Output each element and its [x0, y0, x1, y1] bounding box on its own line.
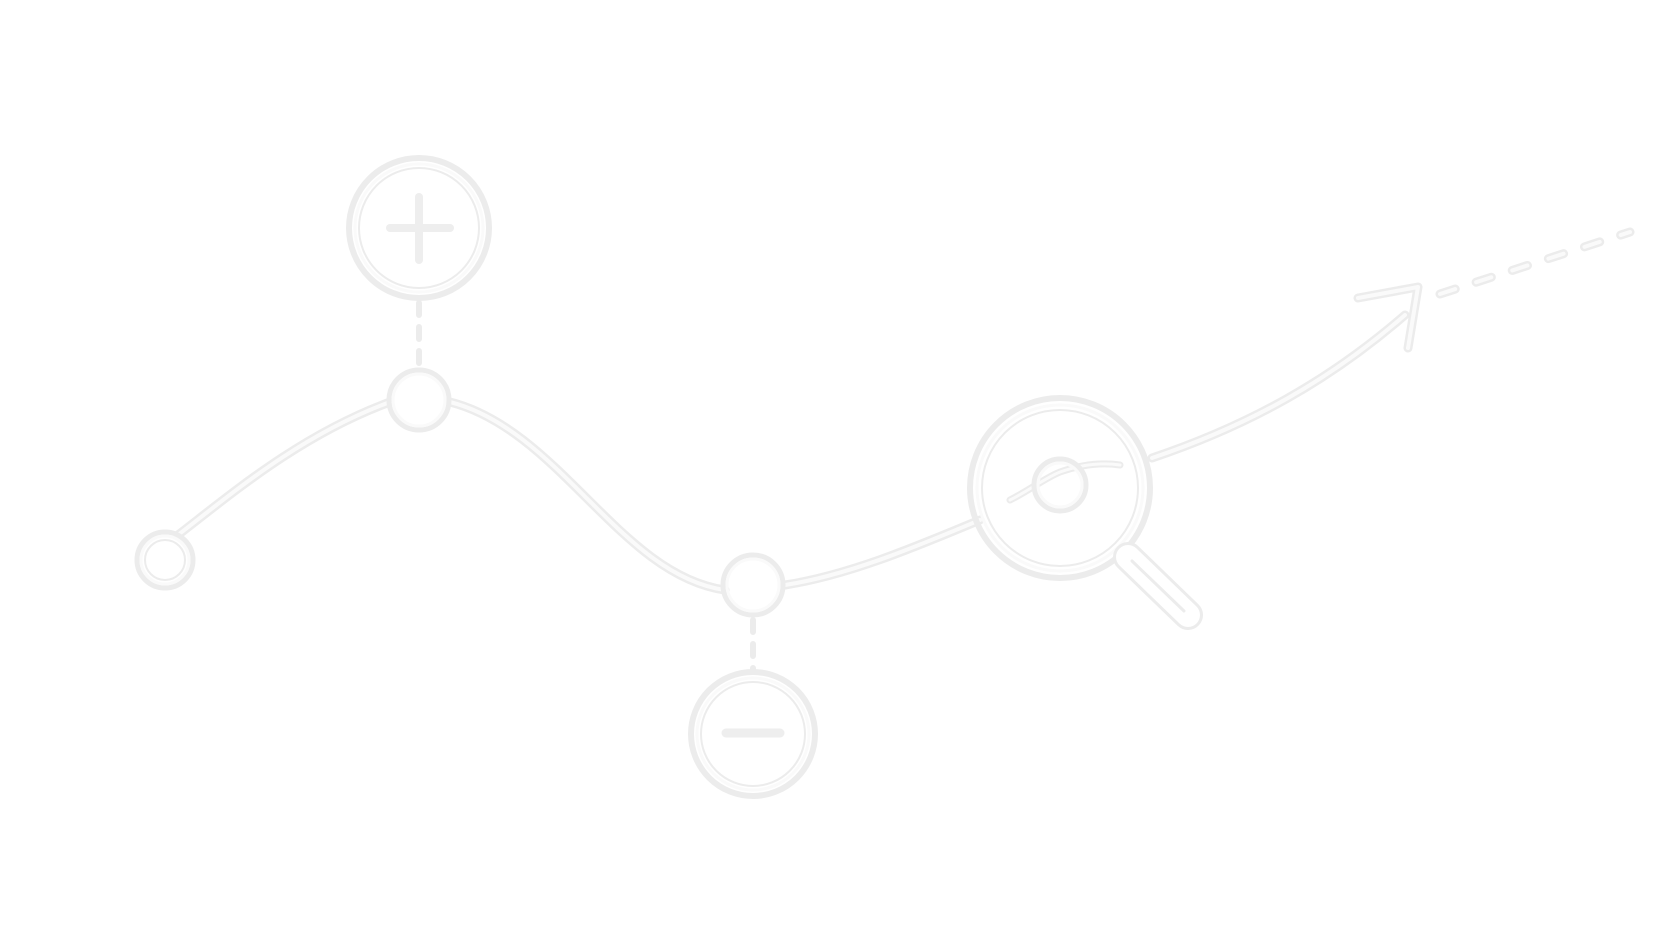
start-node — [134, 529, 196, 591]
plus-icon — [386, 193, 454, 264]
minus-badge — [688, 669, 818, 799]
trend-segment-3 — [780, 515, 985, 590]
magnifier-icon — [967, 395, 1203, 630]
trend-segment-1 — [173, 397, 395, 540]
arrow-icon — [1353, 282, 1423, 353]
trend-line — [173, 310, 1410, 595]
dashed-continuation — [1435, 227, 1635, 299]
trend-segment-2 — [445, 397, 730, 595]
magnifier-handle — [1113, 542, 1203, 630]
plus-badge — [346, 155, 492, 301]
valley-node — [720, 552, 786, 618]
peak-node — [386, 367, 452, 433]
trend-segment-4 — [1147, 310, 1410, 463]
